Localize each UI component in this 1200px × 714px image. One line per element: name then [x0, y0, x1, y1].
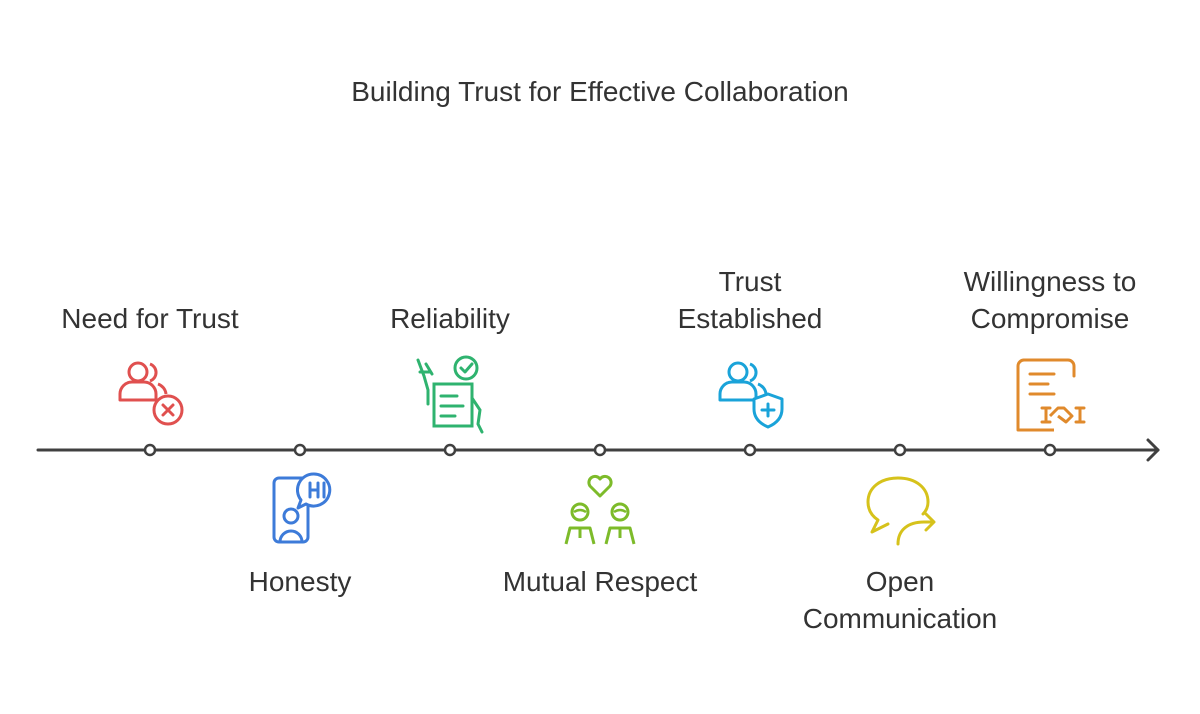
users-shield-icon — [708, 350, 792, 434]
step-label: Reliability — [390, 303, 510, 334]
speech-bubbles-icon — [858, 466, 942, 550]
timeline-marker — [743, 443, 757, 457]
step-label: Need for Trust — [61, 303, 239, 334]
contract-handshake-icon — [1008, 350, 1092, 434]
checklist-hand-icon — [408, 350, 492, 434]
step-label: Trust Established — [677, 266, 823, 334]
timeline-marker — [1043, 443, 1057, 457]
timeline-arrowhead — [1146, 438, 1160, 462]
timeline-marker — [593, 443, 607, 457]
two-people-heart-icon — [558, 466, 642, 550]
phone-hi-chat-icon — [258, 466, 342, 550]
users-x-icon — [108, 350, 192, 434]
step-label: Willingness to Compromise — [963, 266, 1137, 334]
timeline-marker — [443, 443, 457, 457]
step-label: Open Communication — [802, 566, 998, 634]
step-label: Honesty — [248, 566, 352, 597]
timeline-marker — [293, 443, 307, 457]
timeline-marker — [893, 443, 907, 457]
timeline-marker — [143, 443, 157, 457]
diagram-title: Building Trust for Effective Collaborati… — [351, 76, 849, 107]
step-label: Mutual Respect — [502, 566, 698, 597]
